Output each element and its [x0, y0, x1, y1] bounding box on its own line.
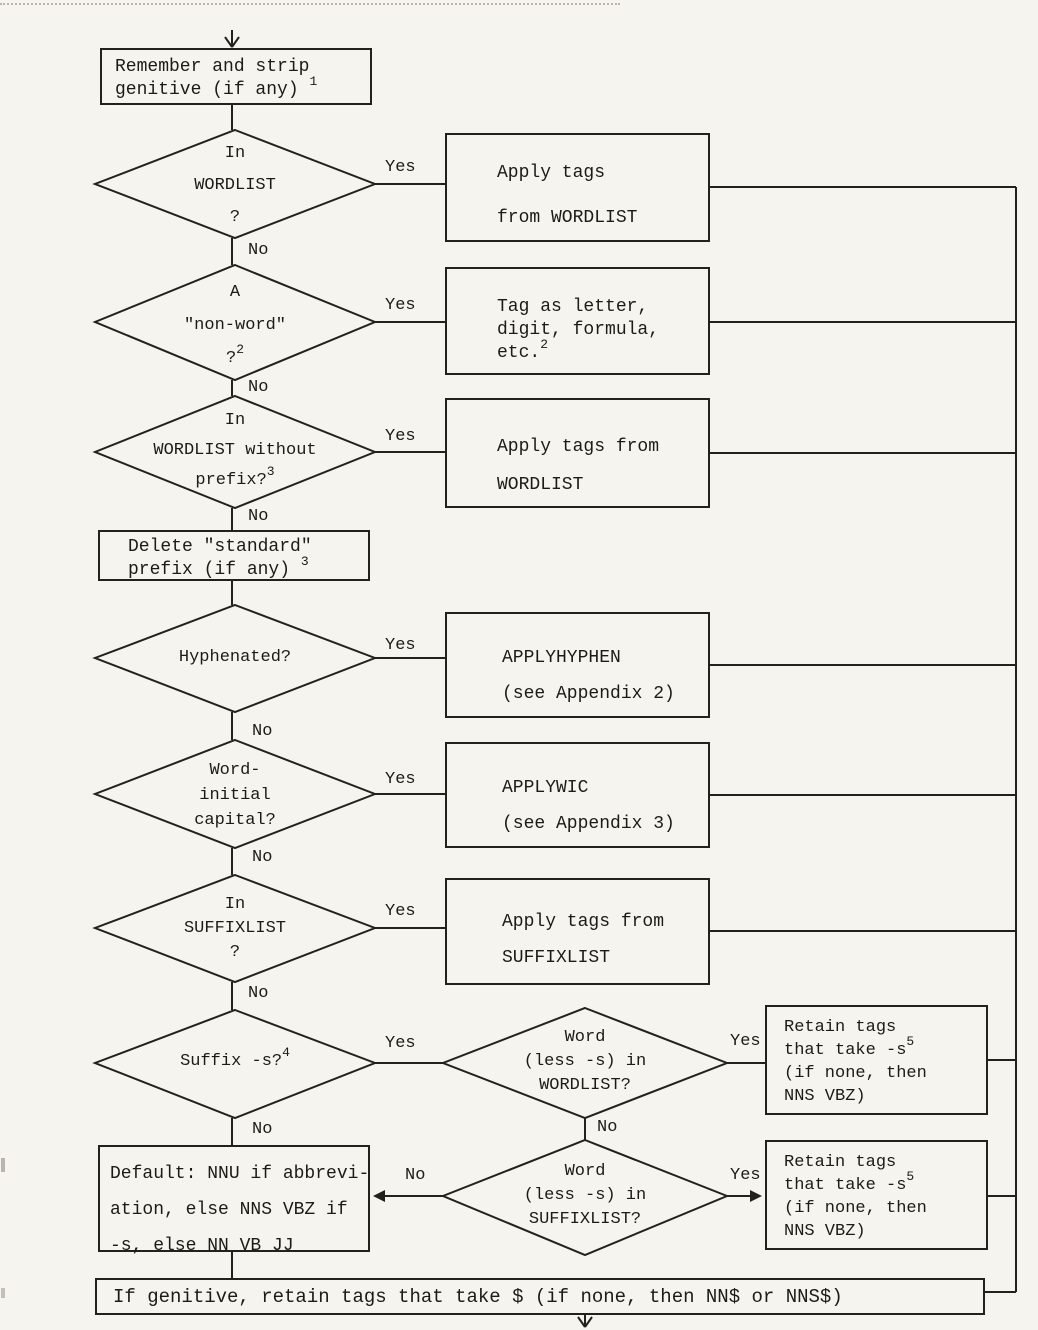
yes-label-less-s-in-wordlist: Yes	[730, 1032, 761, 1051]
diamond-less-s-in-suffixlist	[440, 1138, 730, 1257]
start-line-2: genitive (if any) 1	[115, 74, 318, 100]
diamond-text-in-wordlist: In WORDLIST ?	[194, 144, 276, 227]
applyhyphen-box: APPLYHYPHEN (see Appendix 2)	[445, 612, 710, 718]
diamond-text-non-word: A "non-word" ?2	[183, 283, 287, 368]
diamond-text-less-s-in-wordlist: Word (less -s) in WORDLIST?	[523, 1028, 647, 1095]
apply-tags-line-2: from WORDLIST	[497, 208, 638, 228]
diamond-less-s-in-wordlist	[440, 1006, 730, 1120]
diamond-text-suffix-s: Suffix -s?4	[180, 1045, 290, 1071]
diamond-text-hyphenated: Hyphenated?	[178, 648, 292, 667]
arrowheads	[373, 1190, 762, 1202]
yes-label-non-word: Yes	[385, 296, 416, 315]
apply-suffix-line-2: SUFFIXLIST	[502, 948, 611, 968]
footnote-ref-3b: 3	[300, 554, 309, 569]
retain1-line-3: (if none, then	[784, 1064, 927, 1083]
no-label-wordlist-without-prefix: No	[248, 507, 269, 526]
tag-as-letter-box: Tag as letter, digit, formula, etc.2	[445, 267, 710, 375]
delete-prefix-line-1: Delete "standard"	[128, 537, 312, 557]
retain1-line-4: NNS VBZ)	[784, 1087, 866, 1106]
applywic-box: APPLYWIC (see Appendix 3)	[445, 742, 710, 848]
no-label-in-suffixlist: No	[248, 984, 269, 1003]
diamond-text-wordlist-without-prefix: In WORDLIST without prefix?3	[153, 411, 317, 490]
yes-label-less-s-in-suffixlist: Yes	[730, 1166, 761, 1185]
retain2-line-1: Retain tags	[784, 1153, 897, 1172]
no-label-word-initial-capital: No	[252, 848, 273, 867]
apply-tags-2-line-2: WORDLIST	[497, 475, 584, 495]
delete-prefix-line-2: prefix (if any) 3	[128, 554, 309, 580]
yes-label-suffix-s: Yes	[385, 1034, 416, 1053]
scan-artifact-top-line	[0, 3, 620, 5]
diamond-wordlist-without-prefix	[92, 394, 378, 510]
scan-artifact-left-tick-2	[1, 1288, 5, 1298]
arrowhead-no-default	[373, 1190, 385, 1202]
default-line-1: Default: NNU if abbrevi-	[110, 1164, 370, 1184]
tag-letter-line-3: etc.2	[497, 337, 549, 363]
yes-label-in-wordlist: Yes	[385, 158, 416, 177]
tag-letter-line-1: Tag as letter,	[497, 297, 649, 317]
default-tags-box: Default: NNU if abbrevi- ation, else NNS…	[98, 1145, 370, 1256]
genitive-box: If genitive, retain tags that take $ (if…	[95, 1278, 985, 1315]
retain1-line-1: Retain tags	[784, 1018, 897, 1037]
yes-label-hyphenated: Yes	[385, 636, 416, 655]
footnote-ref-1: 1	[309, 74, 318, 89]
yes-label-wordlist-without-prefix: Yes	[385, 427, 416, 446]
apply-tags-line-1: Apply tags	[497, 163, 606, 183]
no-label-suffix-s: No	[252, 1120, 273, 1139]
default-line-3: -s, else NN VB JJ	[110, 1236, 294, 1256]
delete-prefix-box: Delete "standard" prefix (if any) 3	[98, 530, 370, 581]
default-line-2: ation, else NNS VBZ if	[110, 1200, 348, 1220]
diamond-text-word-initial-capital: Word- initial capital?	[194, 761, 276, 830]
scan-artifact-left-tick-1	[1, 1158, 5, 1172]
retain-tags-box-2: Retain tags that take -s5 (if none, then…	[765, 1140, 988, 1250]
no-label-hyphenated: No	[252, 722, 273, 741]
applyhyphen-line-1: APPLYHYPHEN	[502, 648, 621, 668]
arrowhead-yes-retain2	[750, 1190, 762, 1202]
applywic-line-1: APPLYWIC	[502, 778, 589, 798]
footnote-ref-4: 4	[282, 1045, 290, 1061]
diamond-non-word	[92, 263, 378, 382]
retain-tags-box-1: Retain tags that take -s5 (if none, then…	[765, 1005, 988, 1115]
diamond-word-initial-capital	[92, 738, 378, 850]
apply-tags-2-line-1: Apply tags from	[497, 437, 660, 457]
start-box: Remember and strip genitive (if any) 1	[100, 48, 372, 105]
genitive-line: If genitive, retain tags that take $ (if…	[113, 1286, 843, 1308]
retain1-line-2: that take -s5	[784, 1034, 915, 1060]
footnote-ref-5a: 5	[906, 1034, 915, 1050]
yes-label-word-initial-capital: Yes	[385, 770, 416, 789]
footnote-ref-3a: 3	[266, 464, 275, 480]
applyhyphen-line-2: (see Appendix 2)	[502, 684, 675, 704]
apply-tags-suffixlist-box: Apply tags from SUFFIXLIST	[445, 878, 710, 985]
retain2-line-4: NNS VBZ)	[784, 1222, 866, 1241]
yes-label-in-suffixlist: Yes	[385, 902, 416, 921]
diamond-text-less-s-in-suffixlist: Word (less -s) in SUFFIXLIST?	[523, 1162, 647, 1229]
no-label-less-s-in-suffixlist: No	[405, 1166, 426, 1185]
diamond-text-in-suffixlist: In SUFFIXLIST ?	[183, 895, 287, 962]
retain2-line-3: (if none, then	[784, 1199, 927, 1218]
applywic-line-2: (see Appendix 3)	[502, 814, 675, 834]
diamond-suffix-s	[92, 1008, 378, 1120]
diamond-hyphenated	[92, 603, 378, 714]
no-label-in-wordlist: No	[248, 241, 269, 260]
apply-tags-wordlist-box-2: Apply tags from WORDLIST	[445, 398, 710, 508]
footnote-ref-2: 2	[540, 337, 549, 352]
diamond-in-wordlist	[92, 128, 378, 240]
no-label-non-word: No	[248, 378, 269, 397]
apply-suffix-line-1: Apply tags from	[502, 912, 665, 932]
diamond-in-suffixlist	[92, 873, 378, 984]
apply-tags-wordlist-box: Apply tags from WORDLIST	[445, 133, 710, 242]
retain2-line-2: that take -s5	[784, 1169, 915, 1195]
start-line-1: Remember and strip	[115, 57, 310, 77]
footnote-ref-5b: 5	[906, 1169, 915, 1185]
footnote-ref-2b: 2	[236, 342, 244, 358]
tag-letter-line-2: digit, formula,	[497, 320, 660, 340]
no-label-less-s-in-wordlist: No	[597, 1118, 618, 1137]
